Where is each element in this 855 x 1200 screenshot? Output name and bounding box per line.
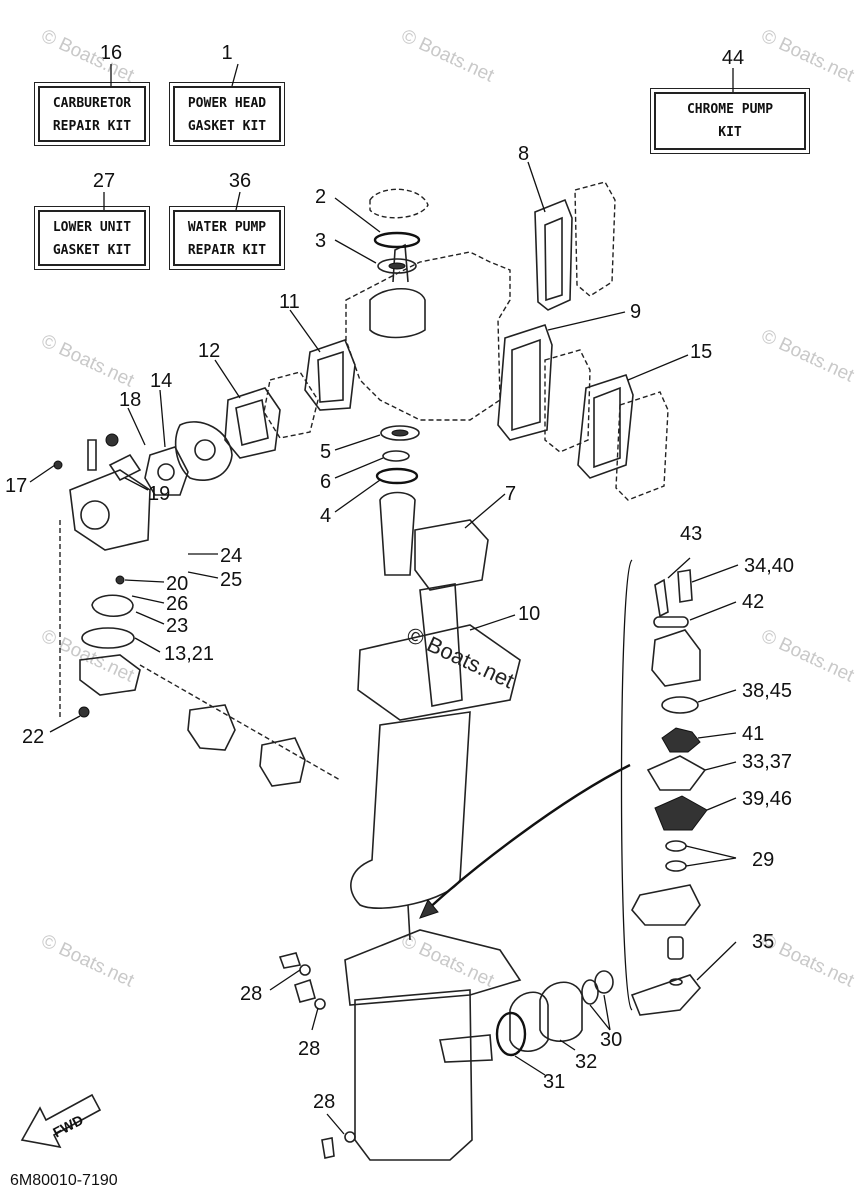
- kit-box-carburetor[interactable]: CARBURETOR REPAIR KIT: [34, 82, 150, 146]
- kit-line2: REPAIR KIT: [187, 243, 267, 258]
- kit-line2: GASKET KIT: [187, 119, 267, 134]
- callout-20: 20: [166, 573, 188, 595]
- kit-line1: POWER HEAD: [187, 96, 267, 111]
- svg-text:© Boats.net: © Boats.net: [38, 25, 138, 86]
- callout-33-37: 33,37: [742, 751, 792, 773]
- callout-28-b: 28: [298, 1038, 320, 1060]
- callout-6: 6: [320, 471, 331, 493]
- svg-text:© Boats.net: © Boats.net: [38, 930, 138, 991]
- kit-line1: CARBURETOR: [52, 96, 132, 111]
- callout-32: 32: [575, 1051, 597, 1073]
- callout-41: 41: [742, 723, 764, 745]
- kit-line1: LOWER UNIT: [52, 220, 132, 235]
- kit-number-carburetor: 16: [99, 42, 123, 64]
- callout-3: 3: [315, 230, 326, 252]
- power-head: [345, 188, 511, 576]
- callout-9: 9: [630, 301, 641, 323]
- callout-23: 23: [166, 615, 188, 637]
- callout-24: 24: [220, 545, 242, 567]
- callout-31: 31: [543, 1071, 565, 1093]
- kit-line2: KIT: [718, 125, 742, 140]
- callout-35: 35: [752, 931, 774, 953]
- lower-unit-parts: [278, 952, 614, 1159]
- callout-17: 17: [5, 475, 27, 497]
- callout-13-21: 13,21: [164, 643, 214, 665]
- kit-box-water-pump[interactable]: WATER PUMP REPAIR KIT: [169, 206, 285, 270]
- callout-28-a: 28: [240, 983, 262, 1005]
- svg-text:© Boats.net: © Boats.net: [398, 25, 498, 86]
- callout-8: 8: [518, 143, 529, 165]
- kit-number-power-head: 1: [221, 42, 233, 64]
- callout-26: 26: [166, 593, 188, 615]
- svg-text:© Boats.net: © Boats.net: [38, 330, 138, 391]
- fwd-label: FWD: [50, 1111, 86, 1140]
- callout-4: 4: [320, 505, 331, 527]
- svg-text:© Boats.net: © Boats.net: [758, 625, 855, 686]
- callout-22: 22: [22, 726, 44, 748]
- kit-line2: GASKET KIT: [52, 243, 132, 258]
- svg-text:© Boats.net: © Boats.net: [398, 930, 498, 991]
- callout-2: 2: [315, 186, 326, 208]
- callout-38-45: 38,45: [742, 680, 792, 702]
- callout-25: 25: [220, 569, 242, 591]
- callout-11: 11: [279, 291, 300, 313]
- leader-lines: [29, 161, 739, 1135]
- kit-number-water-pump: 36: [228, 170, 252, 192]
- kit-line1: CHROME PUMP: [686, 102, 774, 117]
- callout-30: 30: [600, 1029, 622, 1051]
- callout-5: 5: [320, 441, 331, 463]
- callout-42: 42: [742, 591, 764, 613]
- fwd-arrow-icon: FWD: [20, 1093, 102, 1149]
- callout-numbers: 2 3 8 9 11 12 14 15 18 17 19 5 6 4 7 10 …: [5, 143, 794, 1113]
- callout-10: 10: [518, 603, 540, 625]
- carburetor: [53, 421, 341, 787]
- callout-29: 29: [752, 849, 774, 871]
- kit-number-chrome-pump: 44: [721, 47, 745, 69]
- kit-number-lower-unit: 27: [92, 170, 116, 192]
- callout-39-46: 39,46: [742, 788, 792, 810]
- kit-line2: REPAIR KIT: [52, 119, 132, 134]
- svg-text:© Boats.net: © Boats.net: [758, 25, 855, 86]
- kit-box-lower-unit[interactable]: LOWER UNIT GASKET KIT: [34, 206, 150, 270]
- callout-14: 14: [150, 370, 172, 392]
- callout-43: 43: [680, 523, 702, 545]
- assembly-arrow: [424, 763, 631, 913]
- callout-19: 19: [148, 483, 170, 505]
- water-pump-parts: [620, 559, 708, 1016]
- callout-12: 12: [198, 340, 220, 362]
- callout-18: 18: [119, 389, 141, 411]
- callout-15: 15: [690, 341, 712, 363]
- drive-shaft-housing: [344, 519, 522, 1161]
- svg-text:© Boats.net: © Boats.net: [758, 325, 855, 386]
- callout-7: 7: [505, 483, 516, 505]
- watermarks: © Boats.net © Boats.net © Boats.net © Bo…: [38, 25, 855, 991]
- kit-box-chrome-pump[interactable]: CHROME PUMP KIT: [650, 88, 810, 154]
- gaskets: [144, 181, 669, 501]
- kit-box-power-head[interactable]: POWER HEAD GASKET KIT: [169, 82, 285, 146]
- callout-34-40: 34,40: [744, 555, 794, 577]
- callout-28-c: 28: [313, 1091, 335, 1113]
- kit-line1: WATER PUMP: [187, 220, 267, 235]
- diagram-code: 6M80010-7190: [10, 1172, 118, 1189]
